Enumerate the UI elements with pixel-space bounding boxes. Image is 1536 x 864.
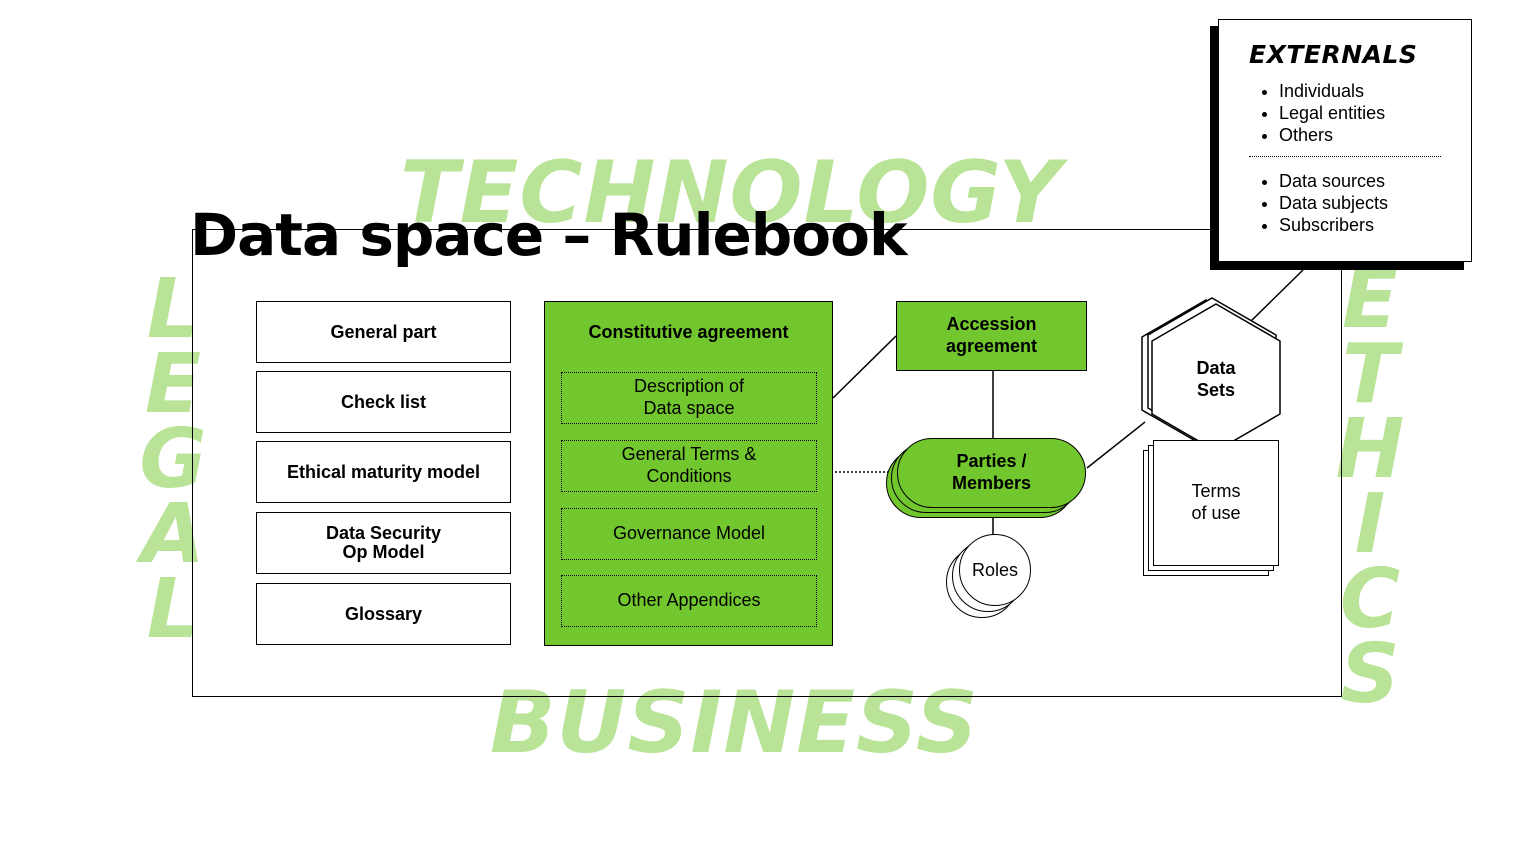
check-list-box: Check list [256,371,511,433]
data-security-op-model-box: Data Security Op Model [256,512,511,574]
ethics-letter: I [1354,477,1386,572]
externals-list-2: Data sources Data subjects Subscribers [1259,170,1388,236]
roles-label: Roles [971,559,1019,580]
legal-letter: L [146,562,200,657]
list-item: Legal entities [1279,102,1385,124]
ethics-letter: T [1342,327,1398,422]
externals-list-1: Individuals Legal entities Others [1259,80,1385,146]
parties-members-label: Parties / Members [951,451,1032,493]
legal-letter: A [141,487,205,582]
legal-watermark: L E G A L [128,262,218,657]
legal-letter: G [139,412,207,507]
technology-watermark: TECHNOLOGY [400,143,1062,243]
description-of-data-space-box: Description of Data space [561,372,817,424]
constitutive-agreement-title: Constitutive agreement [588,322,789,342]
data-sets-hexagons [1141,297,1281,452]
governance-model-box: Governance Model [561,508,817,560]
constitutive-agreement-box: Constitutive agreement Description of Da… [544,301,833,646]
legal-letter: L [146,262,200,357]
ethics-letter: S [1340,627,1400,722]
rulebook-frame [192,229,1342,697]
list-item: Others [1279,124,1385,146]
ethics-letter: H [1335,402,1405,497]
glossary-box: Glossary [256,583,511,645]
list-item: Data sources [1279,170,1388,192]
other-appendices-box: Other Appendices [561,575,817,627]
externals-divider [1249,156,1441,157]
externals-title: EXTERNALS [1249,40,1418,69]
general-terms-box: General Terms & Conditions [561,440,817,492]
general-part-box: General part [256,301,511,363]
business-watermark: BUSINESS [490,673,979,773]
list-item: Data subjects [1279,192,1388,214]
page-title: Data space – Rulebook [190,201,908,269]
externals-box: EXTERNALS Individuals Legal entities Oth… [1218,19,1472,262]
accession-agreement-box: Accession agreement [896,301,1087,371]
terms-of-use-doc: Terms of use [1153,440,1279,566]
list-item: Individuals [1279,80,1385,102]
list-item: Subscribers [1279,214,1388,236]
parties-pill-front [897,438,1086,508]
ethical-maturity-model-box: Ethical maturity model [256,441,511,503]
data-sets-label: Data Sets [1196,358,1236,400]
roles-circle: Roles [959,534,1031,606]
ethics-letter: C [1339,552,1401,647]
ethics-letter: E [1341,252,1398,347]
ethics-watermark: E T H I C S [1325,252,1415,722]
legal-letter: E [144,337,201,432]
